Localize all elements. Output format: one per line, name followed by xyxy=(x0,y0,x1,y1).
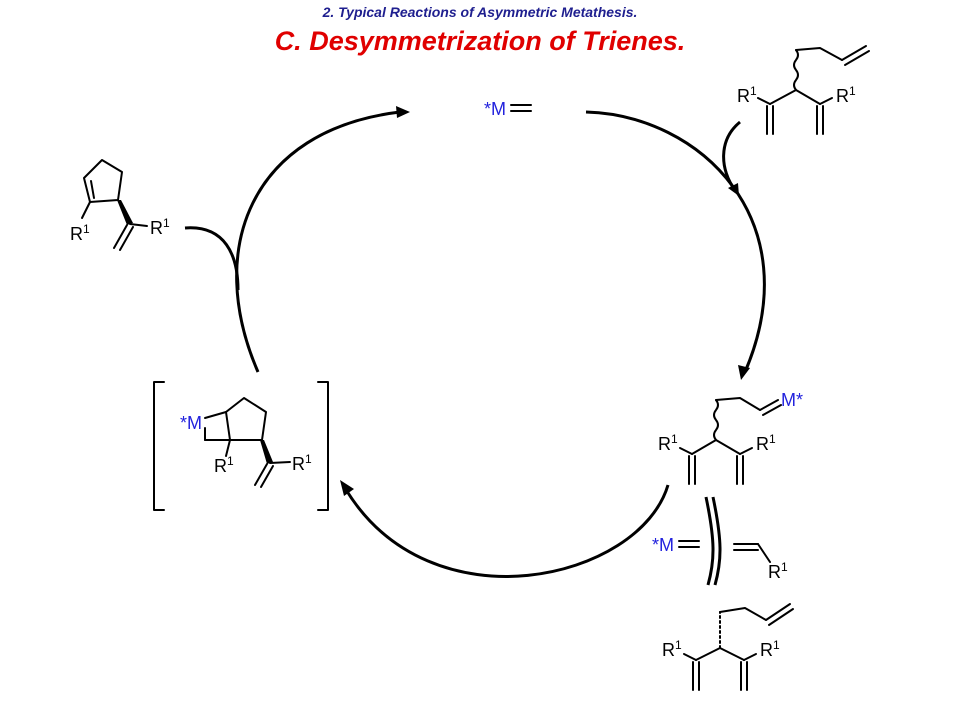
bond xyxy=(765,603,791,621)
bond xyxy=(254,463,268,486)
catalyst-and-alkene: *M R1 xyxy=(652,535,788,582)
bond xyxy=(81,201,91,219)
slide-subtitle: 2. Typical Reactions of Asymmetric Metat… xyxy=(322,4,638,20)
bond xyxy=(743,653,757,661)
bond xyxy=(225,411,231,441)
bond xyxy=(844,50,870,66)
arrowhead-right xyxy=(738,365,750,380)
arrowhead-top-left xyxy=(396,106,410,118)
allyl-chain xyxy=(795,47,843,61)
bond xyxy=(691,439,717,455)
bond xyxy=(119,226,134,251)
bond xyxy=(90,180,95,199)
cyclopentane-ring xyxy=(225,397,267,441)
double-line-alkene-release xyxy=(704,496,715,586)
r1-label: R1 xyxy=(292,452,312,474)
bond xyxy=(695,647,721,661)
bond xyxy=(819,97,833,105)
metal-label: M* xyxy=(781,390,803,410)
arrow-product-out xyxy=(184,226,240,291)
slide-title: C. Desymmetrization of Trienes. xyxy=(274,26,686,56)
metal-label: *M xyxy=(180,413,202,433)
bond xyxy=(762,404,782,416)
bond xyxy=(769,89,797,105)
r1-label: R1 xyxy=(737,84,757,106)
metal-alkylidene-intermediate: M* R1 R1 xyxy=(658,390,803,485)
metallacyclobutane-intermediate: *M R1 R1 xyxy=(153,381,329,511)
wedge-bond xyxy=(117,200,133,225)
r1-label: R1 xyxy=(836,84,856,106)
triene-bottom: R1 R1 xyxy=(662,603,794,691)
bond xyxy=(715,439,741,455)
bond xyxy=(739,447,753,455)
arc-top-left xyxy=(235,110,401,373)
cycle-arrows xyxy=(184,106,766,586)
cyclopentene-ring xyxy=(83,159,123,203)
bond xyxy=(841,45,867,61)
arrowhead-substrate-in xyxy=(728,183,739,196)
r1-label: R1 xyxy=(768,560,788,582)
slide-header: 2. Typical Reactions of Asymmetric Metat… xyxy=(0,0,960,70)
bond xyxy=(795,89,821,105)
bond xyxy=(759,399,779,411)
bond xyxy=(683,653,697,661)
wedge-bond xyxy=(260,440,273,464)
arc-top-right xyxy=(585,110,766,373)
arc-bottom xyxy=(343,484,670,578)
r1-label: R1 xyxy=(70,222,90,244)
right-bracket xyxy=(317,381,329,511)
bond xyxy=(129,223,148,227)
r1-label: R1 xyxy=(658,432,678,454)
bond xyxy=(269,461,291,464)
triene-substrate: R1 R1 xyxy=(737,45,870,135)
bond xyxy=(204,411,227,419)
r1-label: R1 xyxy=(150,216,170,238)
bond xyxy=(225,439,231,457)
cyclopentene-product: R1 R1 xyxy=(70,159,170,251)
catalyst-label: *M xyxy=(652,535,674,555)
bond xyxy=(113,224,128,249)
r1-label: R1 xyxy=(662,638,682,660)
r1-label: R1 xyxy=(214,454,234,476)
bond xyxy=(757,543,771,563)
bond xyxy=(719,647,745,661)
allyl-chain xyxy=(719,607,767,621)
bond xyxy=(768,608,794,626)
double-line-alkene-release-2 xyxy=(711,496,722,586)
bond xyxy=(757,97,771,105)
arrowhead-bottom xyxy=(340,480,354,496)
wavy-bond xyxy=(713,399,719,441)
allyl-chain xyxy=(715,397,761,411)
catalyst-label: *M xyxy=(484,99,506,119)
r1-label: R1 xyxy=(760,638,780,660)
arrow-substrate-in xyxy=(722,120,741,191)
catalyst-top: *M xyxy=(484,99,532,119)
r1-label: R1 xyxy=(756,432,776,454)
left-bracket xyxy=(153,381,165,511)
bond xyxy=(679,447,693,455)
wavy-bond xyxy=(793,49,799,91)
bond xyxy=(260,465,274,488)
